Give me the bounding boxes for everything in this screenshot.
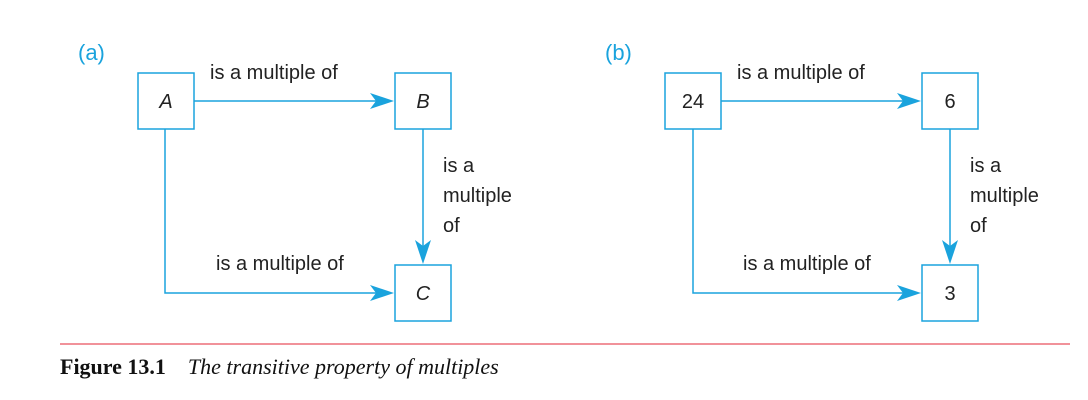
- panel-a-node-a: [137, 72, 195, 130]
- panel-b-node-24: [664, 72, 722, 130]
- figure-title: The transitive property of multiples: [187, 354, 499, 379]
- panel-a-node-a-label: A: [158, 91, 172, 113]
- figure-number: Figure 13.1: [60, 354, 166, 379]
- panel-a-arrow-bottom-line: [164, 129, 378, 294]
- panel-b-arrow-right-head: [942, 240, 958, 264]
- panel-a-node-b: [394, 72, 452, 130]
- panel-a-edge-top-label: is a multiple of: [210, 62, 338, 84]
- panel-a: (a) A B C is a multiple of is a multiple…: [78, 40, 512, 322]
- panel-b-edge-top-label: is a multiple of: [737, 62, 865, 84]
- panel-b-node-6: [921, 72, 979, 130]
- panel-b-arrow-bottom-line: [692, 129, 905, 294]
- panel-a-edge-bottom-label: is a multiple of: [216, 253, 344, 275]
- panel-b: (b) 24 6 3 is a multiple of is a multipl…: [605, 40, 1039, 322]
- panel-a-node-b-label: B: [416, 91, 429, 113]
- panel-a-arrow-right-head: [415, 240, 431, 264]
- panel-a-edge-right-label-2: multiple: [443, 185, 512, 207]
- panel-a-node-c: [394, 264, 452, 322]
- panel-b-edge-bottom-label: is a multiple of: [743, 253, 871, 275]
- panel-b-arrow-top-head: [897, 93, 921, 109]
- panel-a-arrow-top-head: [370, 93, 394, 109]
- panel-b-edge-right-label-1: is a: [970, 155, 1002, 177]
- panel-a-edge-right-label-3: of: [443, 215, 460, 237]
- panel-b-edge-right-label-2: multiple: [970, 185, 1039, 207]
- panel-b-edge-right-label-3: of: [970, 215, 987, 237]
- panel-b-arrow-bottom-head: [897, 285, 921, 301]
- panel-b-label: (b): [605, 40, 632, 65]
- panel-a-node-c-label: C: [416, 283, 431, 305]
- figure-caption: Figure 13.1 The transitive property of mu…: [60, 354, 499, 380]
- panel-b-node-24-label: 24: [682, 91, 704, 113]
- panel-b-node-3: [921, 264, 979, 322]
- panel-a-edge-right-label-1: is a: [443, 155, 475, 177]
- panel-b-node-6-label: 6: [944, 91, 955, 113]
- panel-a-arrow-bottom-head: [370, 285, 394, 301]
- panel-a-label: (a): [78, 40, 105, 65]
- panel-b-node-3-label: 3: [944, 283, 955, 305]
